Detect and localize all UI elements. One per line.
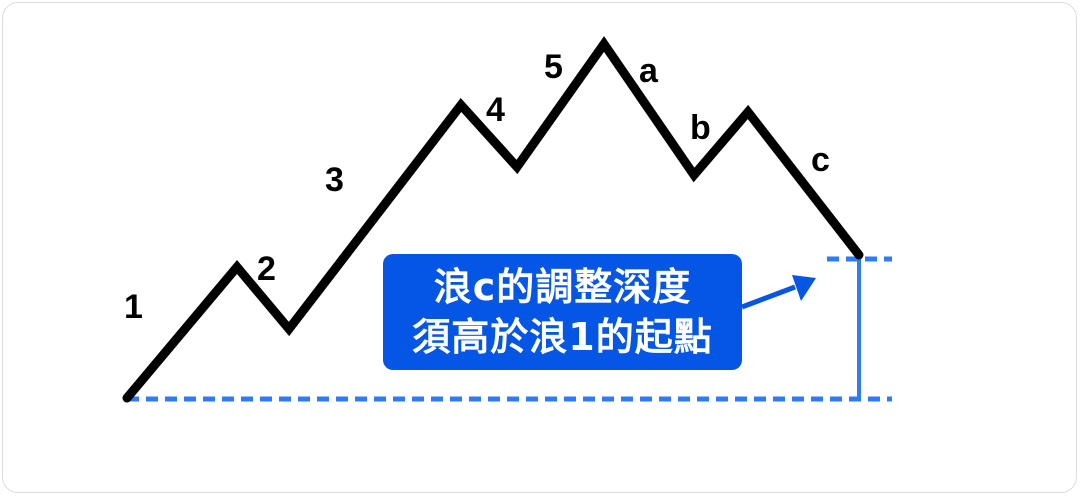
wave-label-c: c: [811, 141, 830, 179]
callout-arrow-line: [741, 284, 796, 310]
wave-label-5: 5: [544, 48, 563, 86]
callout-line-2: 須高於浪1的起點: [412, 315, 713, 359]
elliott-wave-line: [122, 36, 864, 403]
callout-box: 浪c的調整深度 須高於浪1的起點: [383, 254, 742, 370]
wave-label-3: 3: [325, 161, 344, 199]
wave-label-4: 4: [486, 91, 505, 129]
wave-label-1: 1: [124, 288, 143, 326]
wave-label-2: 2: [257, 250, 276, 288]
wave-label-a: a: [639, 52, 658, 90]
wave-label-b: b: [690, 109, 711, 147]
arrow-head-icon: [792, 275, 816, 301]
callout-line-1: 浪c的調整深度: [433, 265, 692, 309]
